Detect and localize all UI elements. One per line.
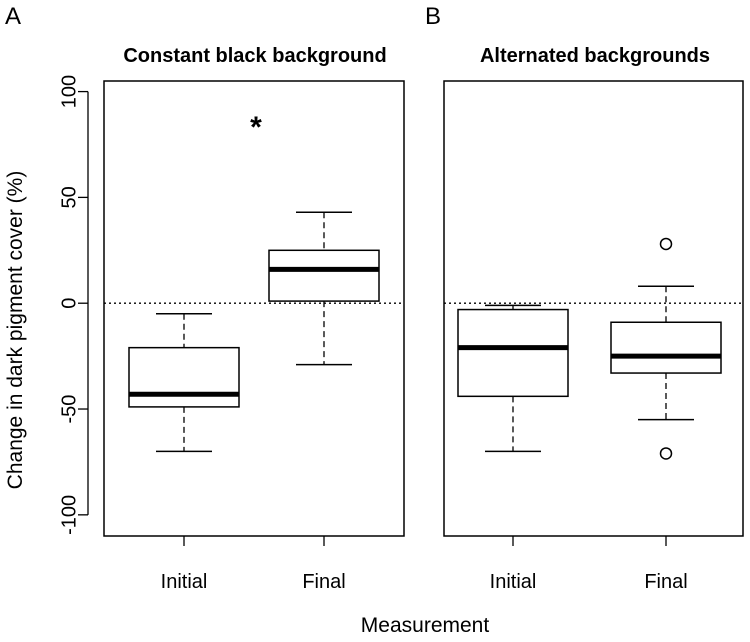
panel-b-box-initial-iqr (457, 308, 569, 398)
panel-a-significance-annotation: * (250, 111, 262, 144)
panel-a-ytick-label-4: -100 (58, 495, 80, 535)
panel-b-box-final-outlier-1 (659, 447, 673, 460)
panel-b-letter: B (425, 3, 441, 30)
panel-a-box-final-iqr (268, 249, 380, 302)
panel-a-ytick-label-0: 100 (58, 75, 80, 108)
panel-a-ytick-label-1: 50 (58, 186, 80, 208)
panel-b-xtick-label-final: Final (644, 571, 687, 593)
panel-a-title: Constant black background (123, 45, 386, 67)
panel-a-ytick-label-2: 0 (58, 298, 80, 309)
panel-b-frame (443, 80, 744, 537)
panel-a-ytick-label-3: -50 (58, 395, 80, 424)
panel-b-box-final-outlier-0 (659, 237, 673, 251)
panel-b-title: Alternated backgrounds (480, 45, 710, 67)
panel-a-letter: A (5, 3, 21, 30)
x-axis-label: Measurement (361, 614, 490, 637)
panel-a-xtick-label-final: Final (302, 571, 345, 593)
panel-b-box-final-iqr (610, 321, 722, 374)
panel-a-frame (103, 80, 405, 537)
panel-a-xtick-label-initial: Initial (161, 571, 208, 593)
panel-b-xtick-label-initial: Initial (490, 571, 537, 593)
y-axis-label: Change in dark pigment cover (%) (4, 171, 27, 490)
panel-a-box-initial-iqr (128, 346, 240, 408)
